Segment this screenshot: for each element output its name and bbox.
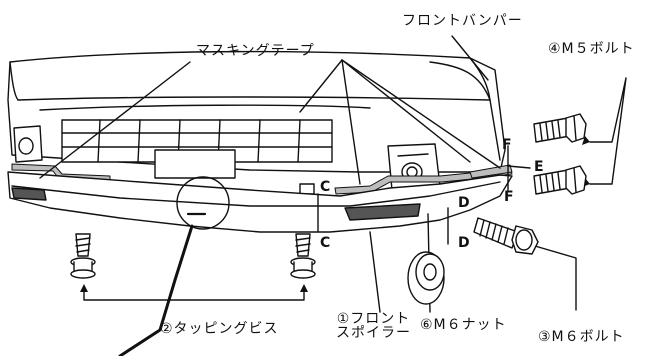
- marker-f-lower: F: [504, 189, 514, 205]
- front-spoiler-label: ①フロント スポイラー: [336, 312, 411, 340]
- leader-lines: [39, 35, 627, 313]
- marker-d-lower: D: [458, 235, 470, 251]
- front-spoiler-label-line2: スポイラー: [336, 325, 411, 341]
- m5-bolt-upper: [533, 113, 587, 143]
- detail-circle: [176, 176, 230, 230]
- front-bumper: [7, 50, 506, 195]
- marker-d-upper: D: [458, 195, 470, 211]
- marker-c-lower: C: [320, 235, 331, 251]
- m5-bolt-lower: [533, 165, 587, 195]
- front-spoiler: [7, 171, 513, 356]
- left-fog-lamp: [13, 125, 43, 163]
- marker-c-upper: C: [320, 179, 331, 195]
- detail-pointer-line: [118, 224, 194, 356]
- m5-bolt-label: ④M５ボルト: [548, 41, 635, 57]
- m6-nut-label: ⑥M６ナット: [420, 317, 507, 333]
- license-plate-mount: [154, 149, 236, 179]
- marker-f-upper: F: [502, 137, 512, 153]
- small-cover: [299, 183, 315, 195]
- marker-e: E: [534, 159, 544, 175]
- m6-bolt-label: ③M６ボルト: [538, 329, 625, 345]
- m6-nut: [407, 251, 445, 305]
- tapping-screw-left: [70, 233, 96, 279]
- tapping-screw-label: ②タッピングビス: [160, 321, 279, 337]
- tapping-screw-right: [290, 233, 316, 279]
- right-fog-lamp: [387, 143, 441, 191]
- masking-tape-label: マスキングテープ: [196, 43, 315, 59]
- front-bumper-label: フロントバンパー: [402, 13, 523, 29]
- front-spoiler-label-line1: ①フロント: [336, 311, 411, 327]
- m6-bolt: [473, 217, 539, 255]
